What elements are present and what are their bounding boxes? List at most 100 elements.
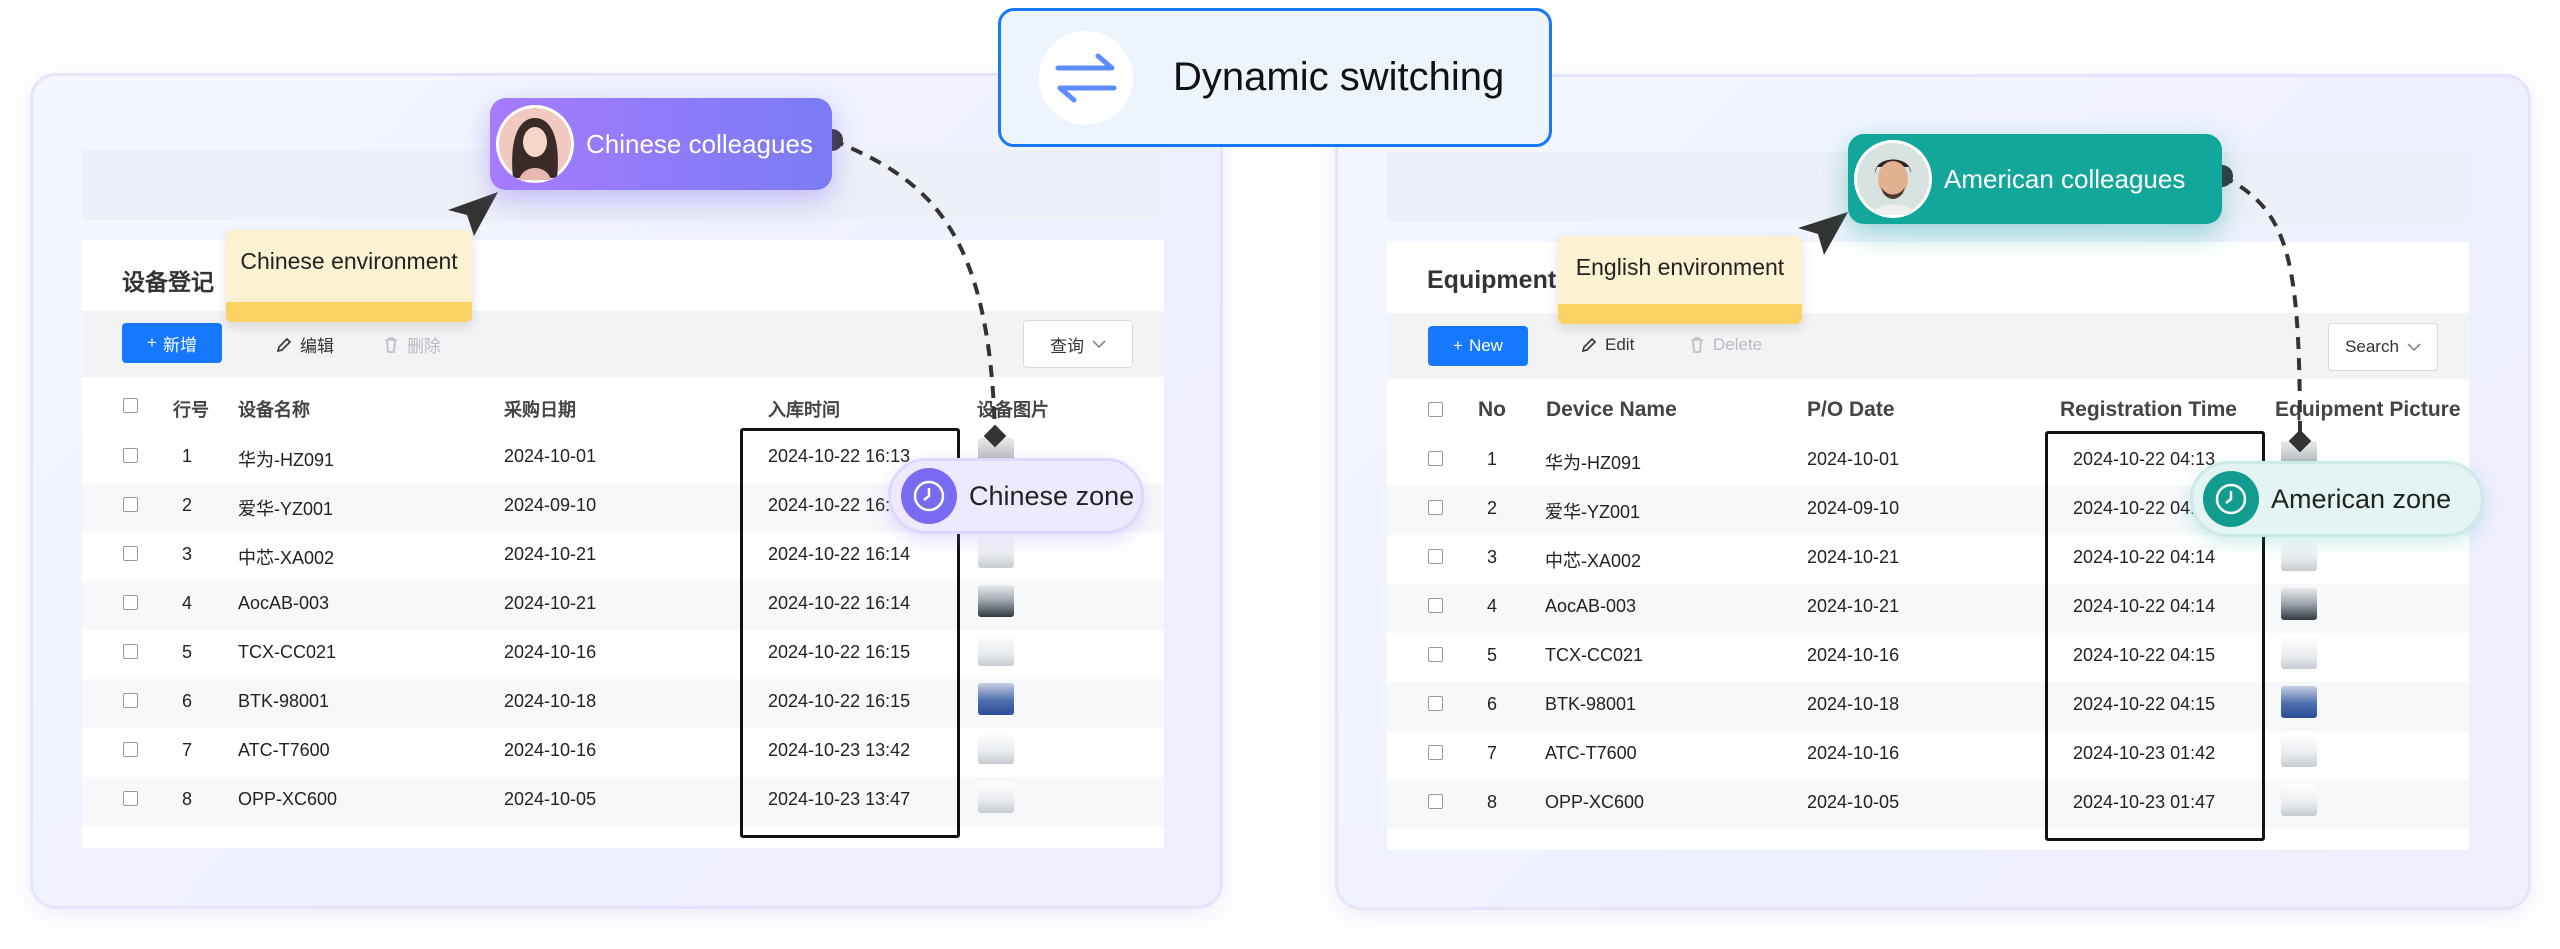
row-date: 2024-09-10 <box>1807 498 1900 518</box>
row-time: 2024-10-22 04:15 <box>2073 694 2216 714</box>
row-checkbox[interactable] <box>1428 794 1443 809</box>
chevron-down-icon <box>1092 340 1106 349</box>
row-time: 2024-10-22 04:15 <box>2073 645 2216 665</box>
avatar <box>1854 140 1932 218</box>
row-date: 2024-10-01 <box>1807 449 1900 469</box>
row-checkbox[interactable] <box>123 497 138 512</box>
right-edit-button[interactable]: Edit <box>1580 335 1634 355</box>
american-colleagues-card: American colleagues <box>1848 134 2222 224</box>
equipment-thumbnail[interactable] <box>978 536 1014 568</box>
row-checkbox[interactable] <box>1428 696 1443 711</box>
row-name: 中芯-XA002 <box>238 548 335 568</box>
left-col-name: 设备名称 <box>238 400 310 420</box>
row-name: 爱华-YZ001 <box>238 499 334 519</box>
right-col-picture: Equipment Picture <box>2275 398 2461 421</box>
equipment-thumbnail[interactable] <box>2281 784 2317 816</box>
row-checkbox[interactable] <box>123 791 138 806</box>
equipment-thumbnail[interactable] <box>2281 539 2317 571</box>
right-cursor-icon <box>1798 212 1848 255</box>
row-checkbox[interactable] <box>123 595 138 610</box>
equipment-thumbnail[interactable] <box>2281 637 2317 669</box>
row-no: 2 <box>182 495 193 515</box>
left-time-highlight <box>740 428 960 838</box>
row-name: BTK-98001 <box>1545 694 1637 714</box>
row-date: 2024-10-21 <box>1807 596 1900 616</box>
row-name: 华为-HZ091 <box>238 450 335 470</box>
equipment-thumbnail[interactable] <box>978 732 1014 764</box>
row-no: 3 <box>182 544 193 564</box>
left-delete-button[interactable]: 删除 <box>382 332 441 357</box>
right-select-all-checkbox[interactable] <box>1428 402 1443 417</box>
row-no: 8 <box>1487 792 1498 812</box>
row-no: 1 <box>182 446 193 466</box>
row-checkbox[interactable] <box>1428 500 1443 515</box>
chinese-zone-pill: Chinese zone <box>888 458 1144 534</box>
right-col-date: P/O Date <box>1807 398 1895 421</box>
right-search-button[interactable]: Search <box>2328 323 2438 371</box>
row-no: 5 <box>182 642 193 662</box>
row-checkbox[interactable] <box>123 644 138 659</box>
left-query-button[interactable]: 查询 <box>1023 320 1133 368</box>
trash-icon <box>385 336 397 353</box>
row-no: 7 <box>182 740 193 760</box>
row-checkbox[interactable] <box>123 546 138 561</box>
row-checkbox[interactable] <box>123 448 138 463</box>
row-checkbox[interactable] <box>1428 549 1443 564</box>
equipment-thumbnail[interactable] <box>978 781 1014 813</box>
row-checkbox[interactable] <box>123 693 138 708</box>
equipment-thumbnail[interactable] <box>978 585 1014 617</box>
left-toolbar <box>82 311 1164 377</box>
row-date: 2024-10-16 <box>1807 645 1900 665</box>
equipment-thumbnail[interactable] <box>2281 588 2317 620</box>
row-name: AocAB-003 <box>238 593 330 613</box>
row-name: TCX-CC021 <box>238 642 337 662</box>
equipment-thumbnail[interactable] <box>2281 735 2317 767</box>
left-cursor-icon <box>448 192 498 236</box>
equipment-thumbnail[interactable] <box>2281 686 2317 718</box>
row-name: 中芯-XA002 <box>1545 551 1642 571</box>
row-checkbox[interactable] <box>1428 745 1443 760</box>
row-checkbox[interactable] <box>1428 451 1443 466</box>
row-date: 2024-10-05 <box>504 789 597 809</box>
left-new-button[interactable]: +新增 <box>122 323 222 363</box>
row-time: 2024-10-22 04:14 <box>2073 596 2216 616</box>
row-time: 2024-10-23 13:42 <box>768 740 911 760</box>
row-checkbox[interactable] <box>1428 598 1443 613</box>
english-environment-badge: English environment <box>1558 236 1802 324</box>
row-checkbox[interactable] <box>123 742 138 757</box>
row-date: 2024-10-21 <box>1807 547 1900 567</box>
row-name: ATC-T7600 <box>1545 743 1637 763</box>
left-select-all-checkbox[interactable] <box>123 398 138 413</box>
row-time: 2024-10-22 16:14 <box>768 544 911 564</box>
clock-icon <box>901 468 957 524</box>
row-date: 2024-10-01 <box>504 446 597 466</box>
row-no: 6 <box>182 691 193 711</box>
row-date: 2024-10-21 <box>504 544 597 564</box>
pencil-icon <box>1581 337 1597 353</box>
row-date: 2024-10-18 <box>504 691 597 711</box>
row-date: 2024-10-21 <box>504 593 597 613</box>
clock-icon <box>2203 471 2259 527</box>
row-checkbox[interactable] <box>1428 647 1443 662</box>
row-no: 2 <box>1487 498 1498 518</box>
equipment-thumbnail[interactable] <box>978 683 1014 715</box>
equipment-thumbnail[interactable] <box>978 634 1014 666</box>
chevron-down-icon <box>2407 343 2421 352</box>
right-col-time: Registration Time <box>2060 398 2237 421</box>
right-toolbar <box>1387 313 2469 379</box>
row-time: 2024-10-22 04:13 <box>2073 449 2216 469</box>
dynamic-switching-title: Dynamic switching <box>998 8 1552 147</box>
left-edit-button[interactable]: 编辑 <box>275 332 334 357</box>
row-no: 3 <box>1487 547 1498 567</box>
row-time: 2024-10-23 01:42 <box>2073 743 2216 763</box>
swap-arrows-icon <box>1039 30 1133 125</box>
row-name: 爱华-YZ001 <box>1545 502 1641 522</box>
right-col-name: Device Name <box>1546 398 1677 421</box>
row-time: 2024-10-23 01:47 <box>2073 792 2216 812</box>
row-name: AocAB-003 <box>1545 596 1637 616</box>
right-new-button[interactable]: +New <box>1428 326 1528 366</box>
right-delete-button[interactable]: Delete <box>1688 335 1762 355</box>
row-date: 2024-10-16 <box>1807 743 1900 763</box>
plus-icon: + <box>147 333 157 352</box>
